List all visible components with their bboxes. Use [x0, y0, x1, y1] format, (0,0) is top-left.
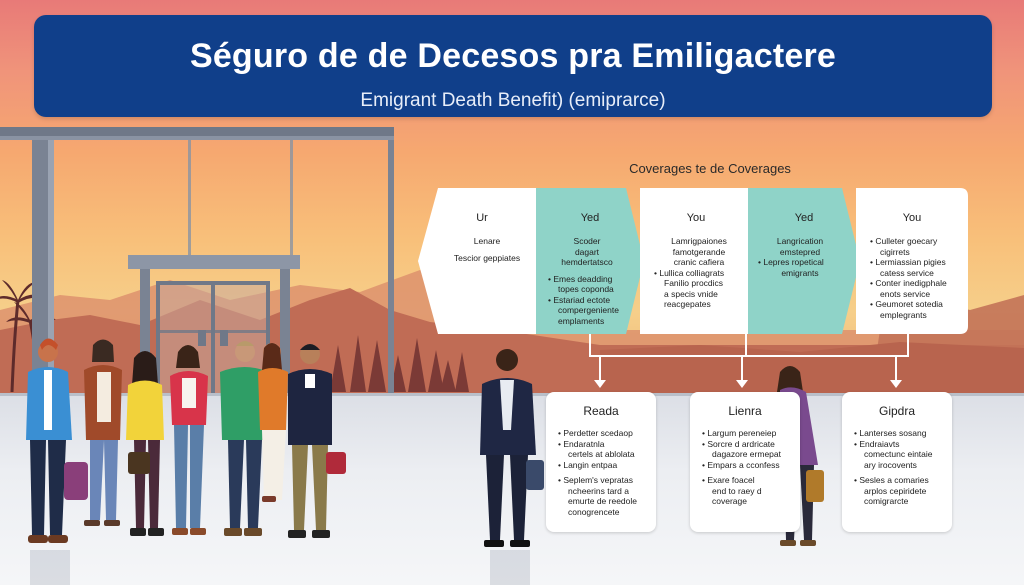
result-2-line-1: Largum pereneiep	[702, 428, 794, 439]
page-subtitle: Emigrant Death Benefit) (emiprarce)	[360, 90, 666, 111]
result-3-line-3: comectunc eintaie	[864, 449, 933, 459]
card-2-line-8: emplaments	[558, 315, 605, 326]
person-4	[170, 345, 208, 535]
result-box-1: Reada Perdetter scedaop Endaratnla certe…	[546, 392, 656, 532]
card-1-title: Ur	[476, 212, 488, 224]
person-5	[220, 341, 268, 536]
result-box-1-body: Perdetter scedaop Endaratnla certels at …	[558, 428, 650, 517]
card-5-line-6: enots service	[880, 288, 931, 299]
result-box-1-title: Reada	[583, 404, 619, 418]
card-5-line-5: Conter inedigphale	[870, 278, 964, 289]
card-5-line-7: Geumoret sotedia	[870, 299, 964, 310]
card-5-line-1: Culleter goecary	[870, 236, 964, 247]
result-box-2-title: Lienra	[728, 404, 762, 418]
card-3-body: Lamrigpaiones famotgerande cranic cafier…	[654, 236, 744, 310]
coverage-card-3: You Lamrigpaiones famotgerande cranic ca…	[640, 188, 752, 334]
result-1-line-3: certels at ablolata	[568, 449, 635, 459]
card-3-title: You	[686, 212, 706, 224]
card-5-line-3: Lermiassian pigies	[870, 257, 964, 268]
result-3-line-1: Lanterses sosang	[854, 428, 946, 439]
result-1-line-4: Langin entpaa	[558, 460, 650, 471]
result-2-line-4: Empars a cconfess	[702, 460, 794, 471]
person-1	[26, 338, 88, 543]
card-2-body: Scoder dagart hemdertatsco Emes deadding…	[548, 236, 626, 326]
card-2-line-4: Emes deadding	[548, 274, 626, 285]
result-box-3-body: Lanterses sosang Endraiavts comectunc ei…	[854, 428, 946, 507]
card-1-body: Lenare Tescior geppiates	[442, 236, 532, 263]
result-box-2-body: Largum pereneiep Sorcre d ardricate daga…	[702, 428, 794, 507]
card-5-body: Culleter goecary cigirrets Lermiassian p…	[870, 236, 964, 320]
coverage-heading: Coverages te de Coverages	[629, 161, 791, 176]
card-3-line-5: Fanilio procdics	[664, 278, 724, 288]
result-2-line-6: end to raey d	[712, 485, 762, 496]
card-3-line-6: a specis vnide	[664, 288, 718, 299]
result-2-line-7: coverage	[712, 496, 747, 506]
person-2	[84, 339, 122, 526]
card-5-line-4: catess service	[880, 267, 934, 278]
card-2-line-2: dagart	[574, 246, 600, 257]
card-5-title: You	[902, 212, 922, 224]
coverage-card-1: Ur Lenare Tescior geppiates	[418, 188, 546, 334]
result-2-line-3: dagazore ermepat	[712, 449, 781, 459]
card-1-shape	[418, 188, 546, 334]
result-1-line-7: emurte de reedole	[568, 496, 637, 506]
coverage-card-5: You Culleter goecary cigirrets Lermiassi…	[856, 188, 968, 334]
card-3-line-7: reacgepates	[664, 299, 711, 309]
result-1-line-2: Endaratnla	[558, 439, 650, 450]
card-2-line-1: Scoder	[573, 236, 601, 246]
card-4-title: Yed	[794, 212, 814, 224]
page-title: Séguro de de Decesos pra Emiligactere	[189, 37, 837, 75]
person-6	[258, 343, 288, 502]
card-3-line-2: famotgerande	[672, 246, 726, 257]
card-3-line-4: Lullica colliagrats	[654, 268, 744, 279]
coverage-card-2: Yed Scoder dagart hemdertatsco Emes dead…	[536, 188, 644, 334]
person-businessman	[480, 349, 544, 547]
result-1-line-8: conogrencete	[568, 506, 620, 517]
result-2-line-5: Exare foacel	[702, 475, 794, 486]
card-4-line-1: Langrication	[776, 236, 824, 246]
coverage-card-4: Yed Langrication emstepred Lepres ropeti…	[748, 188, 860, 334]
card-3-line-3: cranic cafiera	[673, 257, 725, 267]
result-3-line-6: arplos cepiridete	[864, 485, 927, 496]
card-4-line-2: emstepred	[779, 246, 821, 257]
card-2-title: Yed	[580, 212, 600, 224]
result-box-3-title: Gipdra	[878, 404, 916, 418]
card-4-line-4: emigrants	[781, 267, 819, 278]
card-4-line-3: Lepres ropetical	[758, 257, 842, 268]
card-5-line-2: cigirrets	[880, 246, 910, 257]
card-3-line-1: Lamrigpaiones	[671, 236, 727, 246]
person-7	[288, 344, 346, 538]
result-3-line-4: ary irocovents	[864, 459, 917, 470]
card-4-body: Langrication emstepred Lepres ropetical …	[758, 236, 842, 278]
result-1-line-1: Perdetter scedaop	[558, 428, 650, 439]
person-3	[126, 351, 164, 536]
result-1-line-6: ncheerins tard a	[568, 485, 629, 496]
result-3-line-2: Endraiavts	[854, 439, 946, 450]
card-1-line-1: Lenare	[473, 236, 501, 246]
card-2-line-3: hemdertatsco	[561, 257, 613, 267]
card-5-line-8: emplegrants	[880, 309, 927, 320]
result-1-line-5: Seplem's vepratas	[558, 475, 650, 486]
card-3-shape	[640, 188, 752, 334]
result-3-line-7: comigrarcte	[864, 496, 909, 506]
card-2-line-6: Estariad ectote	[548, 295, 626, 306]
result-box-3: Gipdra Lanterses sosang Endraiavts comec…	[842, 392, 952, 532]
result-3-line-5: Sesles a comaries	[854, 475, 946, 486]
card-2-line-5: topes coponda	[558, 284, 614, 294]
result-box-2: Lienra Largum pereneiep Sorcre d ardrica…	[690, 392, 800, 532]
result-2-line-2: Sorcre d ardricate	[702, 439, 794, 450]
header-banner: Séguro de de Decesos pra Emiligactere Em…	[34, 15, 992, 117]
card-1-line-2: Tescior geppiates	[453, 252, 521, 263]
card-2-line-7: compergeniente	[558, 305, 619, 315]
